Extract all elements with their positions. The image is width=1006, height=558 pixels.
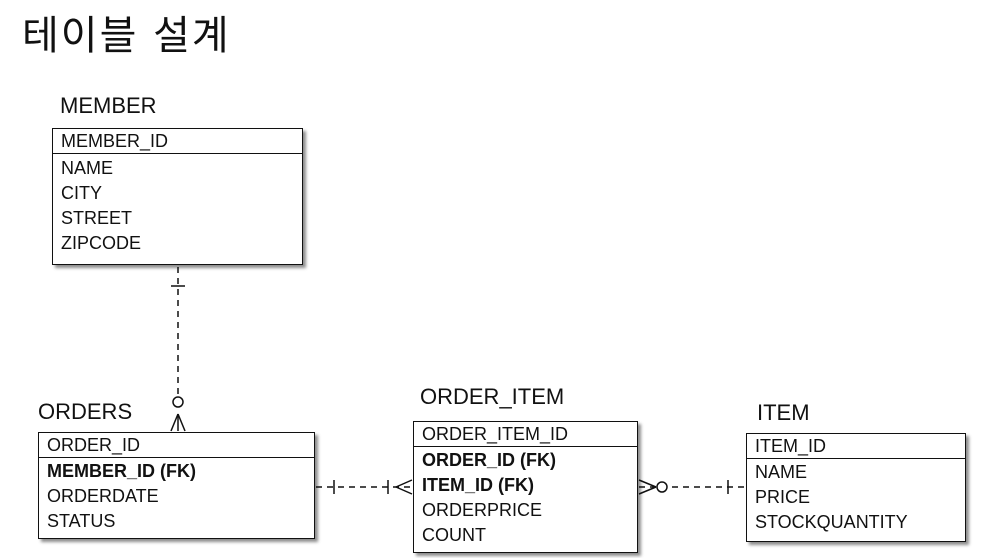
attr-name: NAME [61, 158, 114, 178]
page-title: 테이블 설계 [22, 13, 231, 59]
attr-city: CITY [61, 183, 103, 203]
primary-key-item-id: ITEM_ID [747, 434, 965, 459]
attr-stockquantity: STOCKQUANTITY [755, 512, 908, 532]
attr-zipcode: ZIPCODE [61, 233, 142, 253]
primary-key-member-id: MEMBER_ID [53, 129, 302, 154]
entity-item: ITEM_ID NAME PRICE STOCKQUANTITY [746, 433, 966, 542]
attr-status: STATUS [47, 511, 116, 531]
relationship-member-orders [170, 267, 186, 432]
primary-key-order-id: ORDER_ID [39, 433, 314, 458]
attr-count: COUNT [422, 525, 486, 545]
relationship-orders-order-item [316, 479, 413, 495]
entity-title-orders: ORDERS [38, 399, 133, 424]
entity-orders: ORDER_ID MEMBER_ID (FK) ORDERDATE STATUS [38, 432, 315, 539]
attr-orderprice: ORDERPRICE [422, 500, 543, 520]
entity-title-order-item: ORDER_ITEM [420, 384, 565, 409]
attr-price: PRICE [755, 487, 811, 507]
entity-member: MEMBER_ID NAME CITY STREET ZIPCODE [52, 128, 303, 265]
attr-member-id-fk: MEMBER_ID (FK) [47, 461, 196, 481]
attr-item-name: NAME [755, 462, 808, 482]
entity-order-item: ORDER_ITEM_ID ORDER_ID (FK) ITEM_ID (FK)… [413, 421, 638, 553]
entity-title-member: MEMBER [60, 93, 157, 118]
attr-orderdate: ORDERDATE [47, 486, 159, 506]
attr-order-id-fk: ORDER_ID (FK) [422, 450, 556, 470]
attr-street: STREET [61, 208, 133, 228]
entity-title-item: ITEM [757, 400, 810, 425]
primary-key-order-item-id: ORDER_ITEM_ID [414, 422, 637, 447]
relationship-item-order-item [638, 479, 745, 495]
attr-item-id-fk: ITEM_ID (FK) [422, 475, 534, 495]
